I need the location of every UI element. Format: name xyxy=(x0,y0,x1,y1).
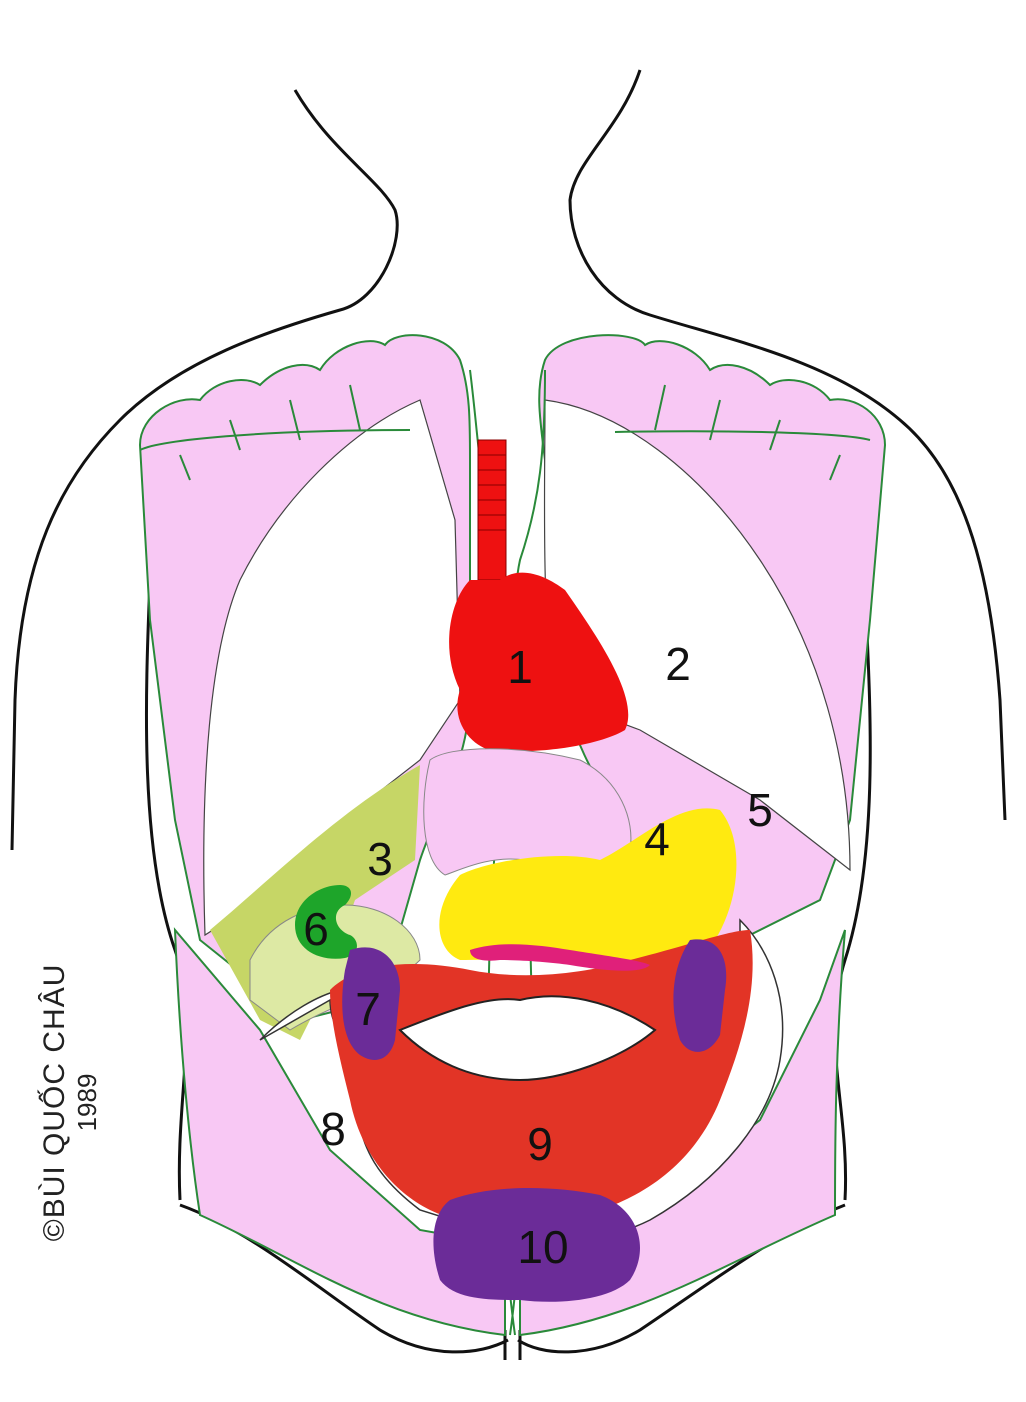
gallbladder xyxy=(295,885,357,959)
label-8: 8 xyxy=(320,1103,346,1155)
copyright-notice: ©BÙI QUỐC CHÂU 1989 xyxy=(38,960,102,1245)
bladder xyxy=(433,1188,640,1302)
label-5: 5 xyxy=(747,784,773,836)
copyright-year: 1989 xyxy=(72,1073,102,1132)
lung-zone xyxy=(203,399,851,937)
copyright-owner: ©BÙI QUỐC CHÂU xyxy=(38,963,71,1242)
label-10: 10 xyxy=(517,1221,568,1273)
stomach xyxy=(439,808,737,964)
label-4: 4 xyxy=(644,813,670,865)
label-3: 3 xyxy=(367,833,393,885)
label-6: 6 xyxy=(303,903,329,955)
label-2: 2 xyxy=(665,638,691,690)
label-1: 1 xyxy=(507,641,533,693)
kidneys xyxy=(342,939,727,1060)
pancreas xyxy=(470,944,650,971)
label-7: 7 xyxy=(355,983,381,1035)
heart xyxy=(449,439,629,752)
label-9: 9 xyxy=(527,1118,553,1170)
organ-number-labels: 1 2 3 4 5 6 7 8 9 10 xyxy=(303,638,773,1273)
